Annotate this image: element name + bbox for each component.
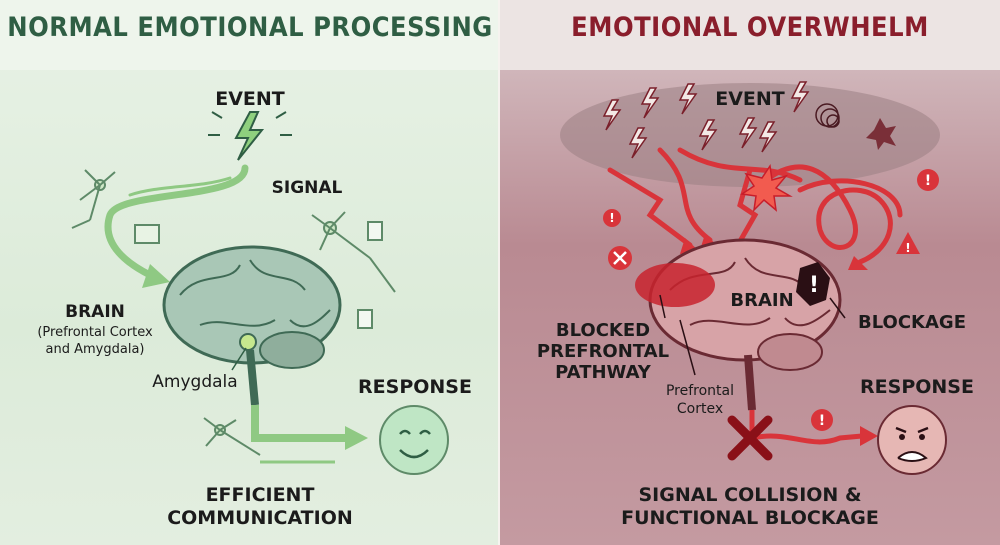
alert-circle-icon-left: ! <box>603 209 621 227</box>
lightning-icon <box>208 111 292 161</box>
alert-circle-icon-top: ! <box>917 169 939 191</box>
prefrontal-label-1: Prefrontal <box>665 383 735 399</box>
right-caption-line1: SIGNAL COLLISION & <box>638 484 862 506</box>
overwhelm-panel: EMOTIONAL OVERWHELM <box>500 0 1000 545</box>
svg-text:!: ! <box>905 241 910 255</box>
blockage-icon <box>796 262 830 306</box>
overwhelmed-brain-icon: ! <box>635 238 842 411</box>
left-response-label: RESPONSE <box>358 376 472 398</box>
alert-circle-icon-bottom: ! <box>811 409 833 431</box>
warning-triangle-icon: ! <box>896 232 920 255</box>
brain-sub-label-1: (Prefrontal Cortex <box>37 325 153 340</box>
splat-icon <box>866 118 896 150</box>
amygdala-label: Amygdala <box>152 372 238 392</box>
brain-icon <box>162 245 342 406</box>
svg-text:!: ! <box>925 173 931 189</box>
x-circle-icon <box>608 246 632 270</box>
signal-arrowhead <box>142 264 170 288</box>
amygdala-dot <box>239 333 257 351</box>
brain-sub-label-2: and Amygdala) <box>45 342 145 357</box>
normal-processing-panel: NORMAL EMOTIONAL PROCESSING <box>0 0 500 545</box>
left-caption-line2: COMMUNICATION <box>167 507 353 529</box>
signal-arrows <box>104 164 249 279</box>
right-title-band <box>500 0 1000 70</box>
blockage-exclamation: ! <box>809 273 819 298</box>
response-arrowhead <box>345 426 368 450</box>
amygdala-leader <box>231 347 247 371</box>
neuron-icon-right <box>311 211 396 293</box>
blocked-label-1: BLOCKED <box>555 320 651 341</box>
left-brain-label: BRAIN <box>65 302 125 322</box>
right-illustration: ! ! ! ! ! <box>560 81 947 475</box>
document-icon <box>367 221 383 241</box>
neuron-icon-bottom <box>203 417 261 456</box>
right-response-label: RESPONSE <box>860 376 974 398</box>
lightning-bolts-icon <box>602 81 810 159</box>
left-event-label: EVENT <box>215 88 285 110</box>
right-event-label: EVENT <box>715 88 785 110</box>
left-caption-line1: EFFICIENT <box>205 484 315 506</box>
failed-response-arrow <box>749 410 863 445</box>
svg-text:!: ! <box>819 413 825 429</box>
tangled-signal-arrows <box>607 147 903 265</box>
document-icon-2 <box>357 309 373 329</box>
prefrontal-leader <box>679 319 696 376</box>
blocked-leader <box>659 294 666 319</box>
left-illustration <box>71 111 449 475</box>
left-title: NORMAL EMOTIONAL PROCESSING <box>7 12 493 43</box>
scribble-icon <box>815 103 840 128</box>
blocked-label-2: PREFRONTAL <box>536 341 670 362</box>
cross-icon <box>727 415 773 461</box>
blockage-label: BLOCKAGE <box>857 312 966 333</box>
failed-response-arrowhead <box>860 426 878 446</box>
response-arrow <box>251 405 345 442</box>
smiley-face-icon <box>379 405 449 475</box>
prefrontal-label-2: Cortex <box>676 401 724 417</box>
blockage-leader <box>829 297 846 319</box>
right-caption-line2: FUNCTIONAL BLOCKAGE <box>621 507 879 529</box>
distressed-face-icon <box>877 405 947 475</box>
folder-icon <box>134 224 160 244</box>
blocked-prefrontal-region <box>635 263 715 307</box>
blocked-label-3: PATHWAY <box>555 362 651 383</box>
neuron-icon-top <box>71 169 116 229</box>
right-brain-label: BRAIN <box>730 290 794 311</box>
signal-label: SIGNAL <box>271 178 343 198</box>
left-title-band <box>0 0 500 70</box>
svg-text:!: ! <box>609 211 614 225</box>
collision-burst-icon <box>739 163 793 213</box>
right-title: EMOTIONAL OVERWHELM <box>571 12 929 43</box>
